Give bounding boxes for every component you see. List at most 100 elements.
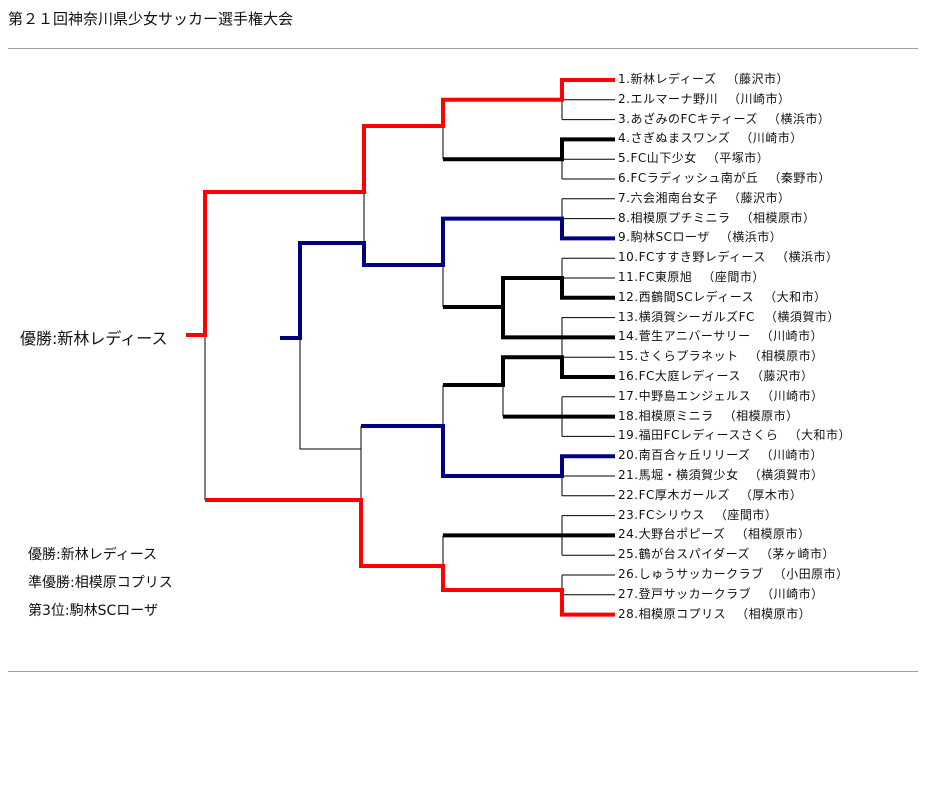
team-city: （茅ヶ崎市） — [760, 547, 836, 562]
team-city: （藤沢市） — [726, 72, 790, 86]
team-number: 24. — [618, 527, 639, 542]
team-name: 相模原プチミニラ — [630, 210, 731, 225]
team-name: 相模原コプリス — [638, 606, 727, 621]
champion-path — [186, 78, 615, 337]
team-number: 16. — [618, 369, 639, 383]
team-entry: 24.大野台ポピーズ （相模原市） — [618, 527, 811, 541]
team-name: 馬堀・横須賀少女 — [638, 468, 739, 482]
team-entry: 11.FC東原旭（座間市） — [618, 270, 765, 284]
team-number: 3. — [618, 111, 631, 126]
team-entry: 4.さぎぬまスワンズ（川崎市） — [618, 131, 803, 145]
team-city: （横須賀市） — [764, 309, 840, 324]
result-winner: 優勝:新林レディース — [28, 547, 158, 563]
team-number: 11. — [618, 270, 639, 284]
team-city: （相模原市） — [736, 606, 812, 621]
team-entry: 13.横須賀シーガルズFC（横須賀市） — [618, 310, 840, 324]
team-entry: 8.相模原プチミニラ（相模原市） — [618, 211, 815, 225]
team-city: （大和市） — [788, 428, 851, 443]
team-name: 西鶴間SCレディース — [638, 289, 755, 304]
team-name: 南百合ヶ丘リリーズ — [638, 448, 751, 463]
team-city: （川崎市） — [761, 388, 824, 403]
team-city: （相模原市） — [748, 349, 824, 364]
bracket-connector — [299, 338, 361, 450]
team-number: 18. — [618, 408, 639, 423]
semifinal-path — [361, 424, 615, 478]
team-number: 23. — [618, 507, 639, 522]
team-name: しゅうサッカークラブ — [638, 567, 764, 581]
team-city: （横浜市） — [775, 250, 839, 265]
team-entry: 9.駒林SCローザ （横浜市） — [618, 230, 782, 244]
team-entry: 22.FC厚木ガールズ（厚木市） — [618, 488, 802, 502]
team-entry: 2.エルマーナ野川 （川崎市） — [618, 92, 790, 106]
team-number: 15. — [618, 349, 639, 364]
advance-path — [443, 137, 615, 162]
team-number: 22. — [618, 487, 639, 502]
team-city: （川崎市） — [727, 91, 791, 106]
team-city: （横浜市） — [719, 230, 783, 245]
team-city: （座間市） — [714, 507, 778, 522]
team-number: 4. — [618, 131, 631, 146]
team-entry: 18.相模原ミニラ（相模原市） — [618, 409, 799, 423]
team-entry: 26.しゅうサッカークラブ （小田原市） — [618, 567, 849, 581]
team-number: 7. — [618, 190, 631, 205]
team-number: 5. — [618, 151, 631, 166]
team-city: （小田原市） — [773, 567, 849, 581]
team-number: 26. — [618, 567, 639, 581]
team-entry: 12.西鶴間SCレディース （大和市） — [618, 290, 827, 304]
advance-path — [501, 276, 615, 340]
team-number: 14. — [618, 329, 639, 344]
team-entry: 23.FCシリウス（座間市） — [618, 508, 777, 522]
team-name: 新林レディーズ — [630, 72, 717, 86]
team-entry: 1.新林レディーズ （藤沢市） — [618, 72, 789, 86]
team-number: 25. — [618, 547, 639, 562]
runner-up-path — [205, 498, 615, 617]
team-city: （相模原市） — [723, 408, 799, 423]
third-place-path — [280, 216, 615, 340]
team-number: 13. — [618, 309, 639, 324]
result-runner-up: 準優勝:相模原コプリス — [28, 575, 173, 591]
team-name: 中野島エンジェルス — [638, 388, 752, 403]
team-name: エルマーナ野川 — [630, 91, 718, 106]
top-divider — [8, 48, 918, 49]
team-city: （座間市） — [702, 270, 765, 284]
team-name: 登戸サッカークラブ — [638, 586, 752, 601]
team-number: 21. — [618, 468, 639, 482]
team-number: 19. — [618, 428, 639, 443]
team-entry: 7.六会湘南台女子（藤沢市） — [618, 191, 790, 205]
team-entry: 27.登戸サッカークラブ （川崎市） — [618, 587, 824, 601]
team-number: 1. — [618, 72, 631, 86]
team-name: FC山下少女 — [630, 151, 697, 166]
team-city: （大和市） — [764, 289, 827, 304]
team-city: （相模原市） — [735, 527, 811, 542]
team-name: 六会湘南台女子 — [630, 190, 718, 205]
team-name: 鶴が台スパイダーズ — [638, 547, 751, 562]
team-city: （川崎市） — [740, 131, 803, 146]
team-city: （横須賀市） — [748, 468, 824, 482]
advance-path — [443, 355, 615, 387]
team-number: 2. — [618, 91, 631, 106]
team-number: 6. — [618, 171, 631, 185]
team-entry: 15.さくらプラネット （相模原市） — [618, 349, 824, 363]
team-name: 大野台ポピーズ — [638, 527, 726, 542]
team-city: （平塚市） — [706, 151, 770, 166]
team-name: FC大庭レディース — [638, 369, 741, 383]
team-number: 28. — [618, 606, 639, 621]
team-city: （川崎市） — [760, 329, 824, 344]
team-name: さくらプラネット — [638, 349, 739, 364]
team-entry: 19.福田FCレディースさくら（大和市） — [618, 428, 851, 442]
team-number: 9. — [618, 230, 631, 245]
team-number: 12. — [618, 289, 639, 304]
team-entry: 28.相模原コプリス （相模原市） — [618, 607, 811, 621]
team-city: （川崎市） — [761, 586, 824, 601]
bottom-divider — [8, 671, 918, 672]
team-name: あざみのFCキティーズ — [630, 111, 758, 126]
team-entry: 20.南百合ヶ丘リリーズ（川崎市） — [618, 448, 823, 462]
team-city: （川崎市） — [760, 448, 824, 463]
team-city: （藤沢市） — [750, 369, 814, 383]
team-name: 菅生アニバーサリー — [638, 329, 751, 344]
team-name: 駒林SCローザ — [630, 230, 710, 245]
team-number: 10. — [618, 250, 639, 265]
team-number: 17. — [618, 388, 639, 403]
team-name: FCすすき野レディース — [638, 250, 766, 265]
team-number: 27. — [618, 586, 639, 601]
